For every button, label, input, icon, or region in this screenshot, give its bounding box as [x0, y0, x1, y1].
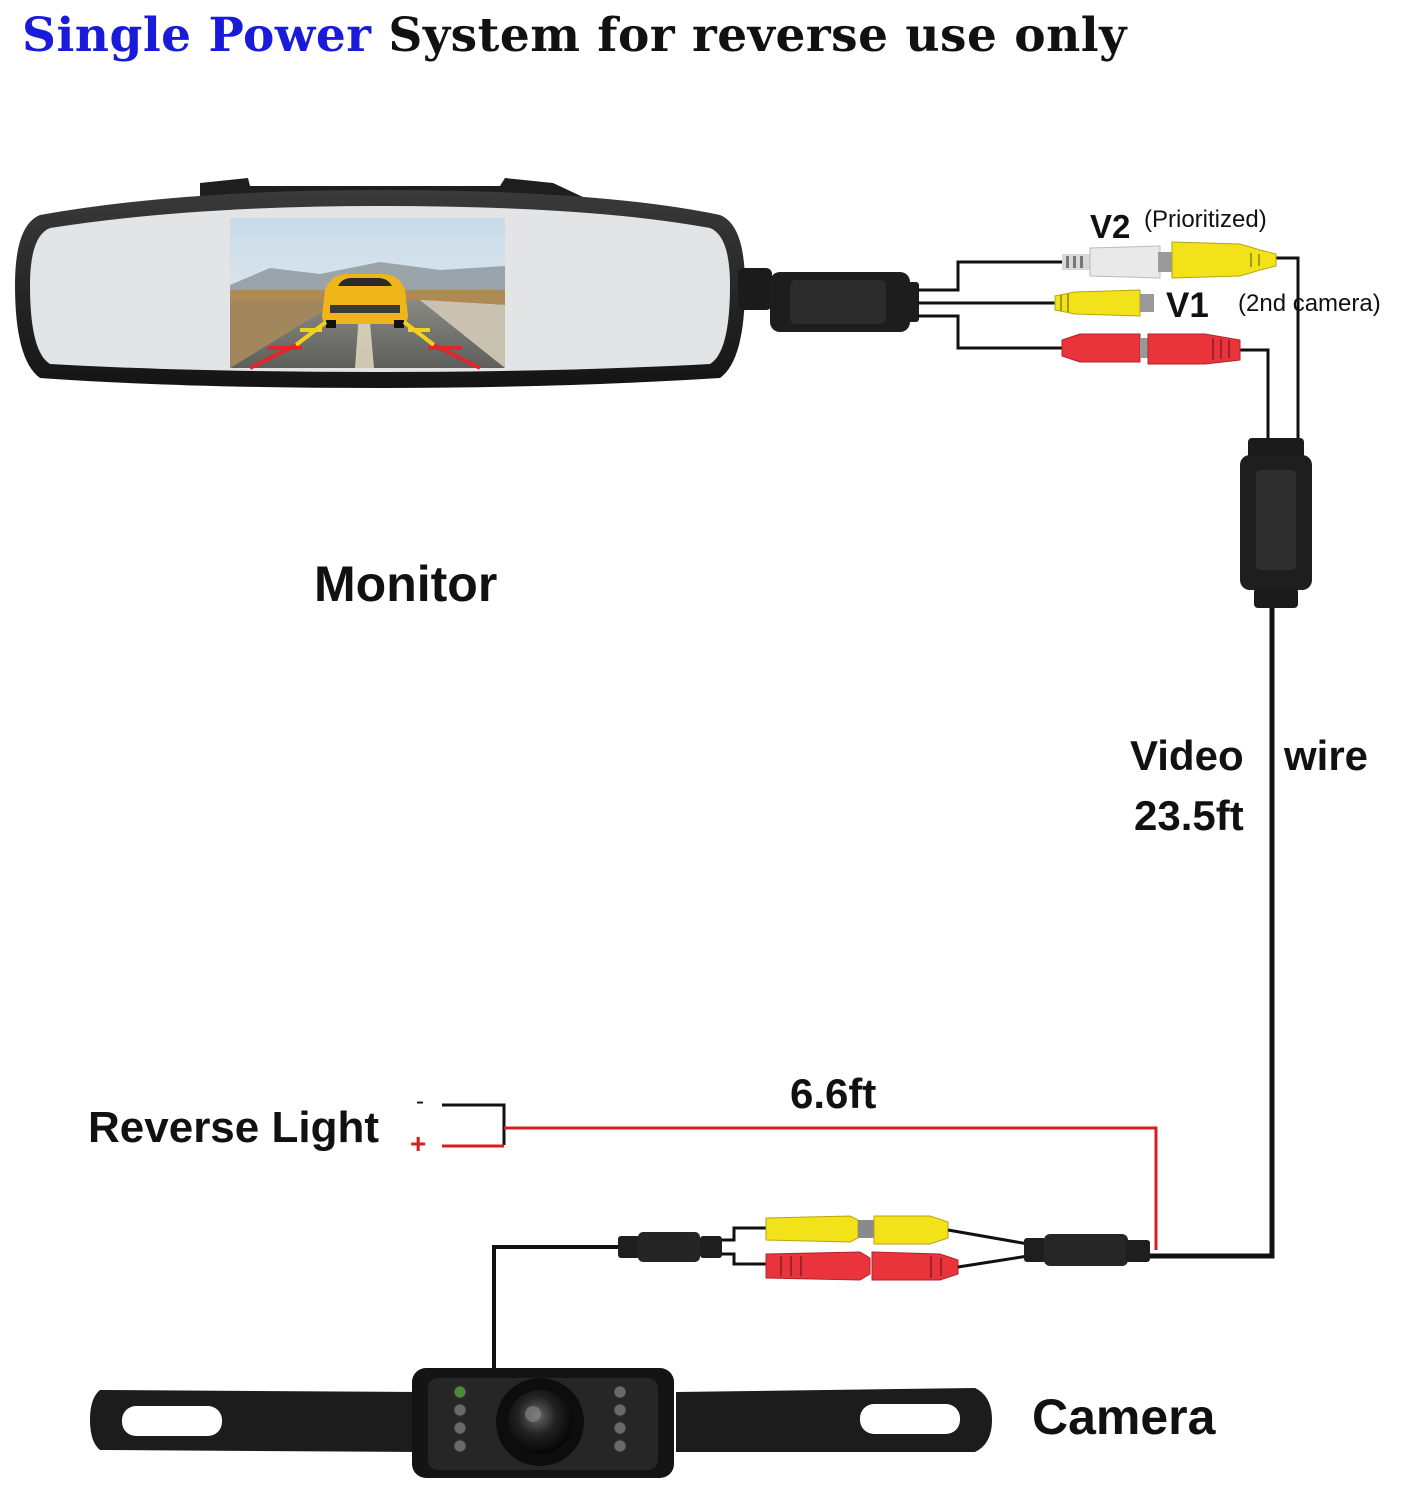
title-highlight: Single Power: [22, 8, 372, 63]
v2-label: V2: [1090, 208, 1131, 245]
reverse-light-label: Reverse Light: [88, 1103, 379, 1152]
car-image: [322, 274, 408, 328]
v1-note: (2nd camera): [1238, 290, 1381, 317]
reverse-light-wires: [442, 1103, 1158, 1250]
diagram-title: Single Power System for reverse use only: [22, 8, 1127, 63]
negative-sign: -: [416, 1088, 424, 1115]
monitor-harness-wires: [918, 256, 1300, 440]
power-wire-length: 6.6ft: [790, 1070, 877, 1117]
video-wire-label-a: Video: [1130, 732, 1244, 779]
camera: [90, 1368, 992, 1478]
v1-label: V1: [1166, 286, 1209, 325]
video-wire-label-b: wire: [1284, 732, 1369, 779]
monitor: [15, 178, 919, 388]
title-rest: System for reverse use only: [388, 8, 1127, 63]
video-wire-length: 23.5ft: [1134, 792, 1244, 839]
v2-rca-connector: [1062, 241, 1277, 279]
camera-harness: [492, 1215, 1150, 1375]
v2-note: (Prioritized): [1144, 206, 1267, 233]
camera-label: Camera: [1032, 1389, 1216, 1445]
ir-leds: [453, 1385, 627, 1453]
v1-rca-connector: [1054, 289, 1154, 317]
positive-sign: +: [410, 1128, 427, 1159]
parking-guide-lines: [249, 320, 481, 370]
video-wire-connector: [1240, 438, 1312, 608]
monitor-screen: [230, 218, 505, 370]
monitor-label: Monitor: [314, 556, 498, 612]
power-rca-connector: [1061, 333, 1241, 365]
video-wire-cable: [1150, 608, 1275, 1259]
